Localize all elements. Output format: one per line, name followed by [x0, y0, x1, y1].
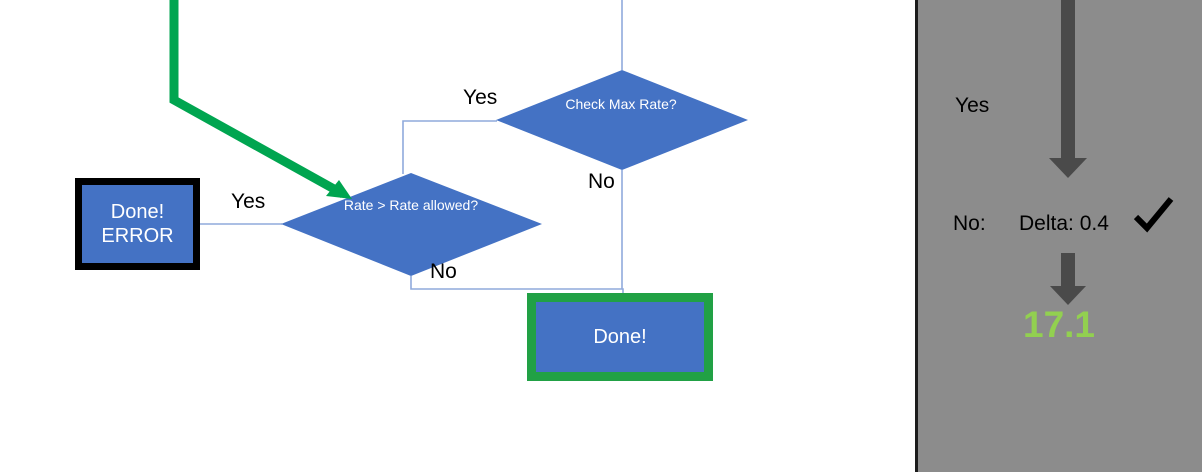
edge-label-yes-to-error: Yes [231, 190, 266, 213]
arrow-down-bottom-icon [1050, 253, 1086, 305]
done-error-line-1: Done! [110, 200, 165, 223]
diamond-rate-greater-than-allowed[interactable] [281, 173, 542, 276]
panel-yes-label: Yes [955, 94, 990, 117]
right-info-panel: Yes No: Delta: 0.4 17.1 [915, 0, 1202, 472]
done-error-box[interactable]: Done! ERROR [75, 178, 200, 270]
arrow-down-top-icon [1049, 0, 1087, 178]
connector-rate-no-to-done [410, 276, 624, 295]
edge-label-no-from-check-max: No [588, 170, 615, 193]
check-mark-icon [1133, 197, 1174, 233]
panel-no-label: No: [953, 212, 986, 235]
green-highlight-arrow [169, 0, 352, 199]
done-error-label: Done! ERROR [101, 200, 173, 249]
panel-delta-label: Delta: 0.4 [1019, 212, 1109, 235]
panel-result-value: 17.1 [1023, 304, 1096, 345]
done-line-1: Done! [593, 325, 647, 348]
edge-label-yes-from-check-max: Yes [463, 86, 498, 109]
diamond-check-max-rate[interactable] [496, 70, 748, 170]
done-label: Done! [593, 325, 646, 349]
done-error-line-2: ERROR [101, 225, 174, 247]
connector-checkmax-yes-to-rate [402, 120, 497, 174]
edge-label-no-from-rate: No [430, 260, 457, 283]
done-box[interactable]: Done! [527, 293, 713, 381]
panel-arrows [1049, 0, 1087, 305]
